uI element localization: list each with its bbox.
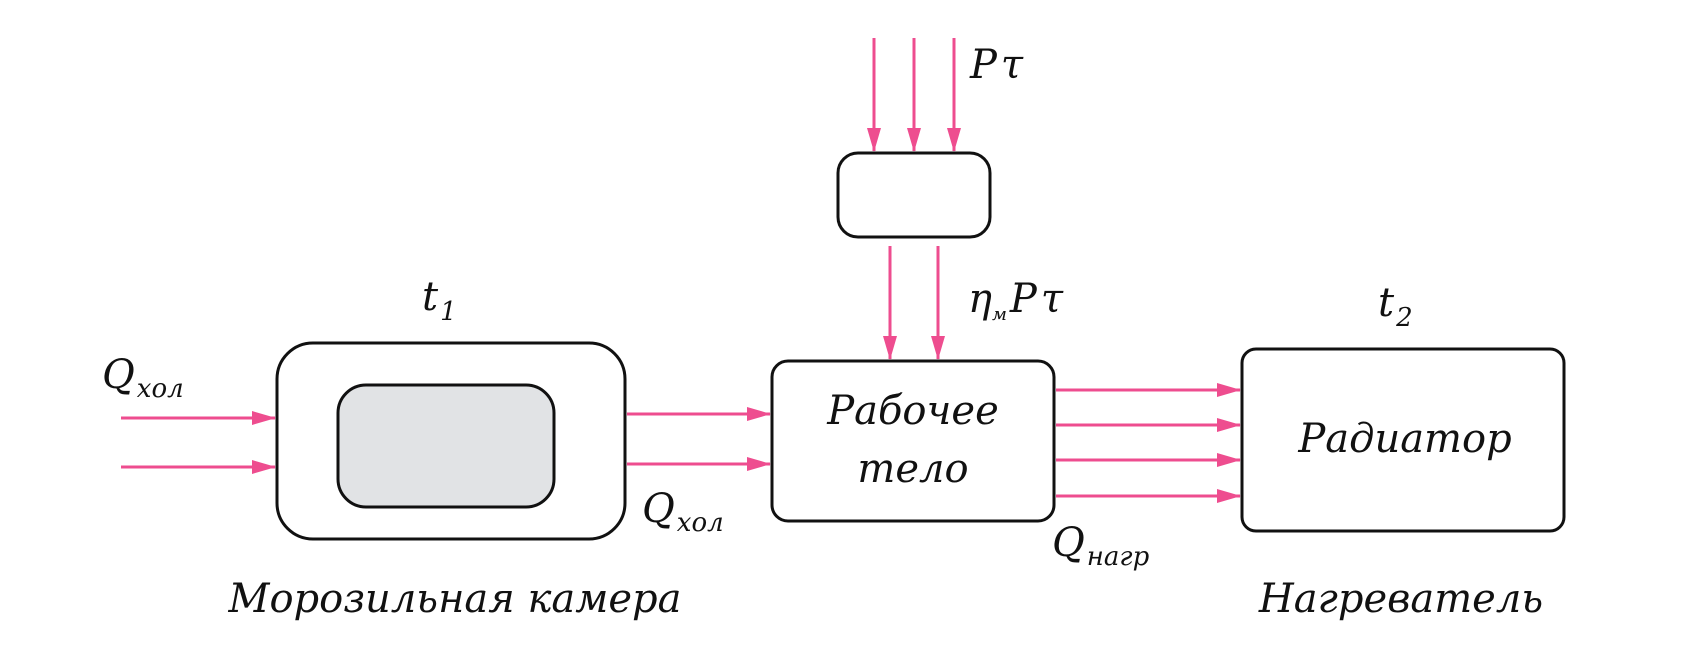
working-body-title-line1: Рабочее: [826, 388, 998, 434]
t1-label: t1: [422, 274, 457, 327]
power-input-arrows: [867, 38, 961, 152]
heating-arrows: [1056, 383, 1241, 503]
radiator-box: [1240, 347, 1566, 533]
heating-label: Qнагр: [1052, 520, 1150, 572]
freezer-caption: Морозильная камера: [228, 576, 682, 622]
working-body-title-line2: тело: [857, 446, 968, 492]
t2-label: t2: [1378, 280, 1413, 333]
motor-box: [836, 151, 992, 239]
useful-power-arrows: [883, 246, 945, 360]
freezer-inner-compartment: [336, 383, 556, 509]
cold-heat-label: Qхол: [642, 486, 724, 538]
working-body-box: [770, 359, 1056, 523]
heater-caption: Нагреватель: [1258, 576, 1543, 622]
radiator-title: Радиатор: [1297, 416, 1511, 462]
cold-heat-arrows: [627, 407, 771, 471]
heat-in-arrows: [121, 411, 276, 474]
heat-in-label: Qхол: [102, 352, 184, 404]
